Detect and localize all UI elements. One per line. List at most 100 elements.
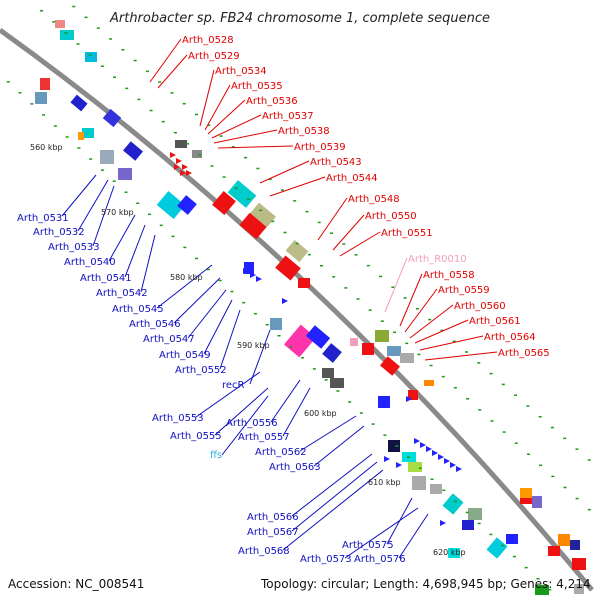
gene-block (285, 239, 309, 263)
track-dot (406, 456, 410, 458)
gene-label-arth-0564[interactable]: Arth_0564 (484, 332, 536, 343)
gene-label-arth-0561[interactable]: Arth_0561 (469, 316, 521, 327)
gene-label-arth-0550[interactable]: Arth_0550 (365, 211, 417, 222)
track-dot (551, 475, 555, 478)
gene-block (570, 540, 580, 550)
gene-label-arth-0547[interactable]: Arth_0547 (143, 334, 195, 345)
gene-block (102, 108, 122, 128)
gene-label-arth-0563[interactable]: Arth_0563 (269, 462, 321, 473)
gene-arrow (282, 298, 288, 304)
gene-label-arth-0568[interactable]: Arth_0568 (238, 546, 290, 557)
leader-line (140, 234, 156, 293)
track-dot (253, 312, 257, 315)
gene-label-arth-0555[interactable]: Arth_0555 (170, 431, 222, 442)
gene-label-arth-0539[interactable]: Arth_0539 (294, 142, 346, 153)
track-dot (417, 353, 421, 356)
track-dot (465, 351, 468, 353)
gene-label-arth-0567[interactable]: Arth_0567 (247, 527, 299, 538)
gene-label-arth-0534[interactable]: Arth_0534 (215, 66, 267, 77)
gene-label-arth-0546[interactable]: Arth_0546 (129, 319, 181, 330)
gene-label-arth-0566[interactable]: Arth_0566 (247, 512, 299, 523)
gene-block (60, 30, 74, 40)
gene-block (212, 190, 236, 216)
track-dot (550, 426, 554, 429)
gene-label-arth-0540[interactable]: Arth_0540 (64, 257, 116, 268)
track-dot (65, 136, 69, 138)
gene-label-arth-0562[interactable]: Arth_0562 (255, 447, 307, 458)
track-dot (330, 232, 333, 234)
leader-line (124, 224, 146, 278)
gene-label-arth-0549[interactable]: Arth_0549 (159, 350, 211, 361)
gene-block (175, 140, 187, 148)
leader-line (108, 214, 136, 262)
gene-label-arth-0545[interactable]: Arth_0545 (112, 304, 164, 315)
gene-label-arth-0532[interactable]: Arth_0532 (33, 227, 85, 238)
gene-label-arth-0575[interactable]: Arth_0575 (342, 540, 394, 551)
gene-arrow (396, 462, 402, 468)
gene-label-arth-0556[interactable]: Arth_0556 (226, 418, 278, 429)
gene-label-arth-0560[interactable]: Arth_0560 (454, 301, 506, 312)
gene-label-arth-0551[interactable]: Arth_0551 (381, 228, 433, 239)
track-dot (403, 297, 407, 299)
gene-label-arth-0558[interactable]: Arth_0558 (423, 270, 475, 281)
track-dot (430, 478, 434, 481)
gene-arrow (426, 446, 432, 452)
leader-line (203, 299, 233, 355)
gene-label-arth-r0010[interactable]: Arth_R0010 (408, 254, 467, 265)
gene-label-arth-0573[interactable]: Arth_0573 (300, 554, 352, 565)
gene-label-arth-0531[interactable]: Arth_0531 (17, 213, 69, 224)
gene-arrow (174, 164, 180, 170)
gene-block (85, 52, 97, 62)
gene-label-arth-0544[interactable]: Arth_0544 (326, 173, 378, 184)
gene-label-arth-0538[interactable]: Arth_0538 (278, 126, 330, 137)
lower-label-group: Arth_0531 Arth_0532 Arth_0533 Arth_0540 … (17, 213, 406, 565)
gene-label-arth-0557[interactable]: Arth_0557 (238, 432, 290, 443)
gene-label-arth-0529[interactable]: Arth_0529 (188, 51, 240, 62)
leader-line (282, 469, 384, 551)
leader-line (404, 288, 438, 333)
gene-block (388, 440, 400, 452)
gene-label-arth-0576[interactable]: Arth_0576 (354, 554, 406, 565)
gene-block (408, 390, 418, 400)
gene-label-arth-0548[interactable]: Arth_0548 (348, 194, 400, 205)
leader-line (211, 114, 262, 139)
gene-block (362, 343, 374, 355)
track-dot (501, 383, 505, 386)
leader-line (384, 257, 408, 313)
gene-label-arth-0528[interactable]: Arth_0528 (182, 35, 234, 46)
track-dot (289, 346, 293, 348)
gene-label-arth-0542[interactable]: Arth_0542 (96, 288, 148, 299)
track-dot (186, 143, 190, 145)
leader-line (156, 264, 213, 309)
gene-label-recr[interactable]: recR (222, 380, 245, 391)
gene-label-ffs[interactable]: ffs (210, 450, 222, 461)
gene-label-arth-0565[interactable]: Arth_0565 (498, 348, 550, 359)
track-dot (183, 246, 187, 249)
track-dot (391, 286, 395, 288)
gene-label-arth-0559[interactable]: Arth_0559 (438, 285, 490, 296)
gene-label-arth-0533[interactable]: Arth_0533 (48, 242, 100, 253)
leader-line (398, 513, 429, 559)
gene-label-arth-0541[interactable]: Arth_0541 (80, 273, 132, 284)
gene-label-arth-0535[interactable]: Arth_0535 (231, 81, 283, 92)
gene-label-arth-0543[interactable]: Arth_0543 (310, 157, 362, 168)
gene-block (330, 378, 344, 388)
leader-line (424, 351, 498, 361)
track-dot (312, 368, 316, 370)
gene-block (462, 520, 474, 530)
track-dot (195, 113, 198, 116)
gene-label-arth-0536[interactable]: Arth_0536 (246, 96, 298, 107)
track-dot (452, 340, 456, 342)
track-dot (336, 390, 340, 392)
gene-label-arth-0553[interactable]: Arth_0553 (152, 413, 204, 424)
gene-label-arth-0537[interactable]: Arth_0537 (262, 111, 314, 122)
gene-label-arth-0552[interactable]: Arth_0552 (175, 365, 227, 376)
gene-arrow (170, 152, 176, 158)
map-title: Arthrobacter sp. FB24 chromosome 1, comp… (109, 11, 490, 26)
track-dot (171, 235, 175, 238)
gene-block (118, 168, 132, 180)
gene-arrow (414, 438, 420, 444)
gene-block (558, 534, 570, 546)
leader-line (157, 54, 188, 89)
track-dot (477, 362, 481, 364)
